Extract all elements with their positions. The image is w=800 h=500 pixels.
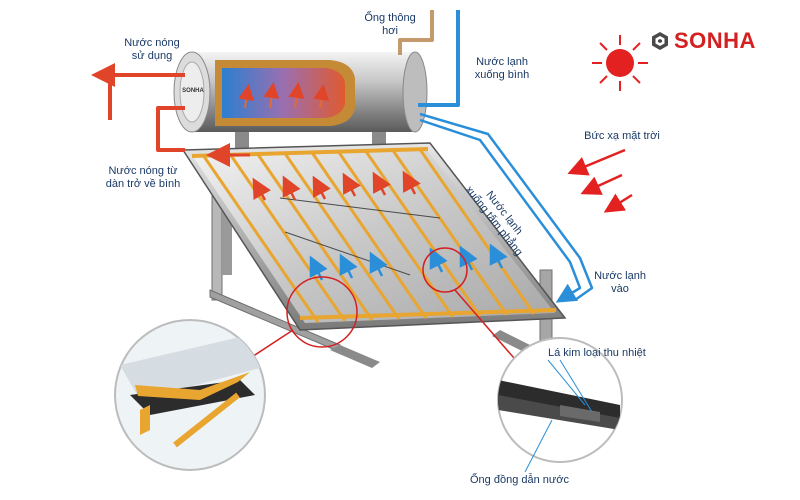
label-metal-fin: Lá kim loại thu nhiệt [548,347,646,359]
label-solar-radiation: Bức xạ mặt trời [584,130,660,142]
detail-fin-tube-closeup [114,319,266,471]
label-hot-water-use: Nước nóng sử dụng [124,37,180,62]
solar-radiation-arrows [567,148,633,213]
sonha-logo-text: SONHA [674,28,756,53]
label-copper-tube: Ống đồng dẫn nước [470,474,569,486]
sonha-logo: SONHA [650,28,756,54]
pipes [91,10,594,303]
label-hot-water-return: Nước nóng từ dàn trở về bình [105,165,181,190]
label-steam-pipe: Ống thông hơi [364,12,416,37]
callout-circle-left [286,276,358,348]
label-cold-water-to-tank: Nước lạnh xuống bình [474,56,530,81]
callout-circle-right [422,247,468,293]
tank-badge: SONHA [182,88,204,94]
sun-icon [592,35,648,91]
label-cold-water-in: Nước lạnh vào [594,270,646,295]
storage-tank [173,51,428,133]
sonha-logo-icon [652,32,668,50]
detail-metal-fin-closeup [497,337,623,473]
